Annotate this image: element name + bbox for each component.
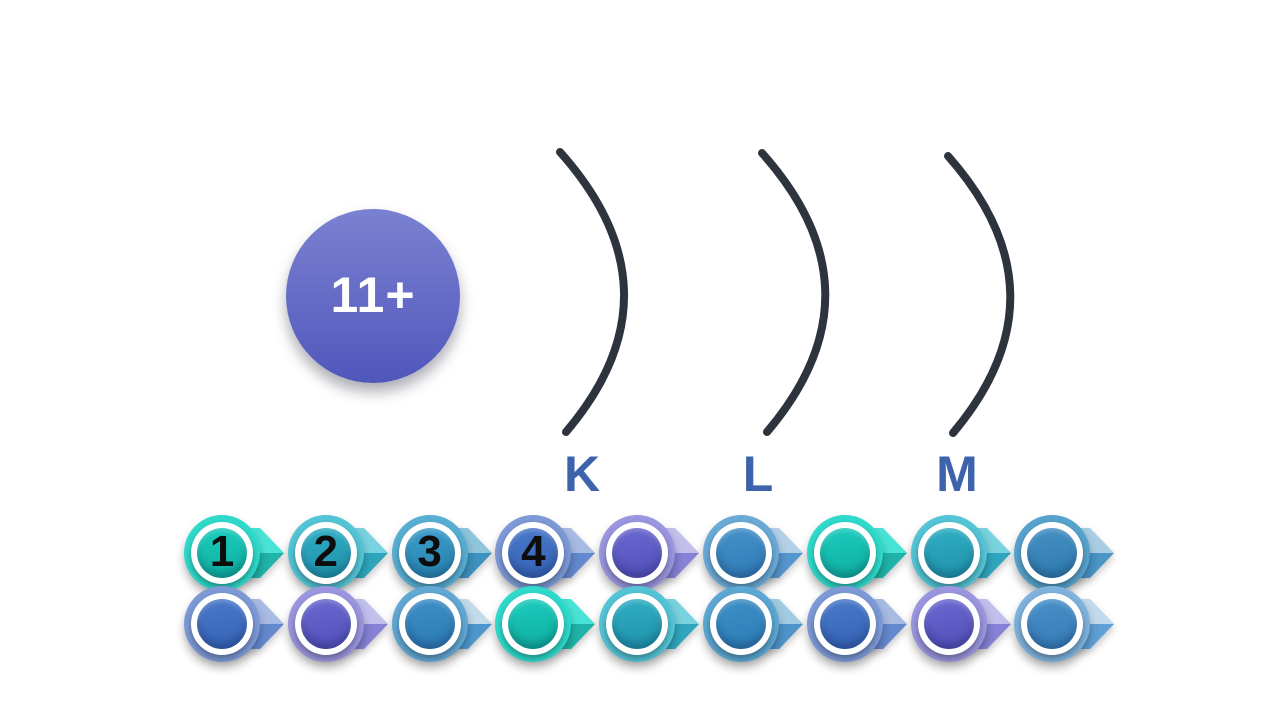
electron-white-ring — [710, 522, 772, 584]
electron-item-row1-3: 3 — [391, 515, 468, 591]
electron-number: 1 — [209, 527, 235, 576]
electron-item-row2-9 — [1014, 586, 1091, 662]
electron-white-ring — [606, 593, 669, 655]
electron-core — [923, 528, 974, 578]
electron-core — [404, 599, 455, 649]
electron-item-row1-4: 4 — [495, 515, 572, 591]
electron-white-ring — [606, 522, 669, 584]
nucleus-charge-label: 11+ — [330, 267, 416, 323]
electron-core — [612, 528, 663, 578]
electron-item-row2-5 — [599, 586, 676, 662]
electron-item-row2-7 — [806, 586, 883, 662]
electron-white-ring — [294, 593, 357, 655]
electron-number: 4 — [521, 527, 546, 576]
electron-core — [1027, 528, 1078, 578]
shell-arc-k — [556, 148, 628, 436]
electron-item-row1-5 — [599, 515, 676, 591]
electron-number: 3 — [417, 527, 442, 576]
electron-core — [197, 599, 247, 649]
shell-arc-l — [758, 149, 830, 436]
electron-core — [612, 599, 663, 649]
electron-item-row1-7 — [806, 515, 883, 591]
electron-item-row1-1: 1 — [184, 515, 260, 591]
electron-core — [508, 599, 559, 649]
electron-core: 3 — [404, 527, 455, 578]
electron-core: 1 — [197, 528, 247, 578]
electron-number: 2 — [313, 527, 339, 576]
electron-core — [819, 528, 870, 578]
electron-item-row1-9 — [1014, 515, 1091, 591]
electron-core — [716, 599, 766, 649]
electron-item-row2-1 — [184, 586, 260, 662]
shell-arc-m — [944, 152, 1015, 437]
electron-item-row2-6 — [703, 586, 779, 662]
electron-core — [923, 599, 974, 649]
electron-white-ring — [398, 593, 461, 655]
electron-white-ring — [1021, 593, 1084, 655]
electron-core — [1027, 599, 1078, 649]
electron-white-ring — [917, 522, 980, 584]
electron-white-ring — [502, 593, 565, 655]
electron-white-ring: 4 — [502, 522, 565, 584]
electron-white-ring: 2 — [294, 522, 357, 584]
electron-core — [819, 599, 870, 649]
electron-white-ring — [813, 522, 876, 584]
electron-item-row1-8 — [910, 515, 987, 591]
shell-label-k: K — [563, 446, 601, 502]
electron-core: 2 — [300, 527, 351, 578]
electron-item-row2-4 — [495, 586, 572, 662]
electron-white-ring — [813, 593, 876, 655]
electron-white-ring — [191, 593, 253, 655]
electron-core: 4 — [508, 527, 559, 578]
electron-white-ring: 1 — [191, 522, 253, 584]
electron-white-ring — [1021, 522, 1084, 584]
electron-item-row2-3 — [391, 586, 468, 662]
electron-item-row2-2 — [287, 586, 364, 662]
electron-item-row1-6 — [703, 515, 779, 591]
electron-white-ring — [710, 593, 772, 655]
electron-core — [716, 528, 766, 578]
electron-white-ring — [917, 593, 980, 655]
nucleus-circle: 11+ — [286, 209, 460, 383]
electron-item-row2-8 — [910, 586, 987, 662]
electron-white-ring: 3 — [398, 522, 461, 584]
electron-core — [300, 599, 351, 649]
shell-label-l: L — [742, 446, 774, 502]
electron-item-row1-2: 2 — [287, 515, 364, 591]
shell-label-m: M — [936, 446, 978, 502]
